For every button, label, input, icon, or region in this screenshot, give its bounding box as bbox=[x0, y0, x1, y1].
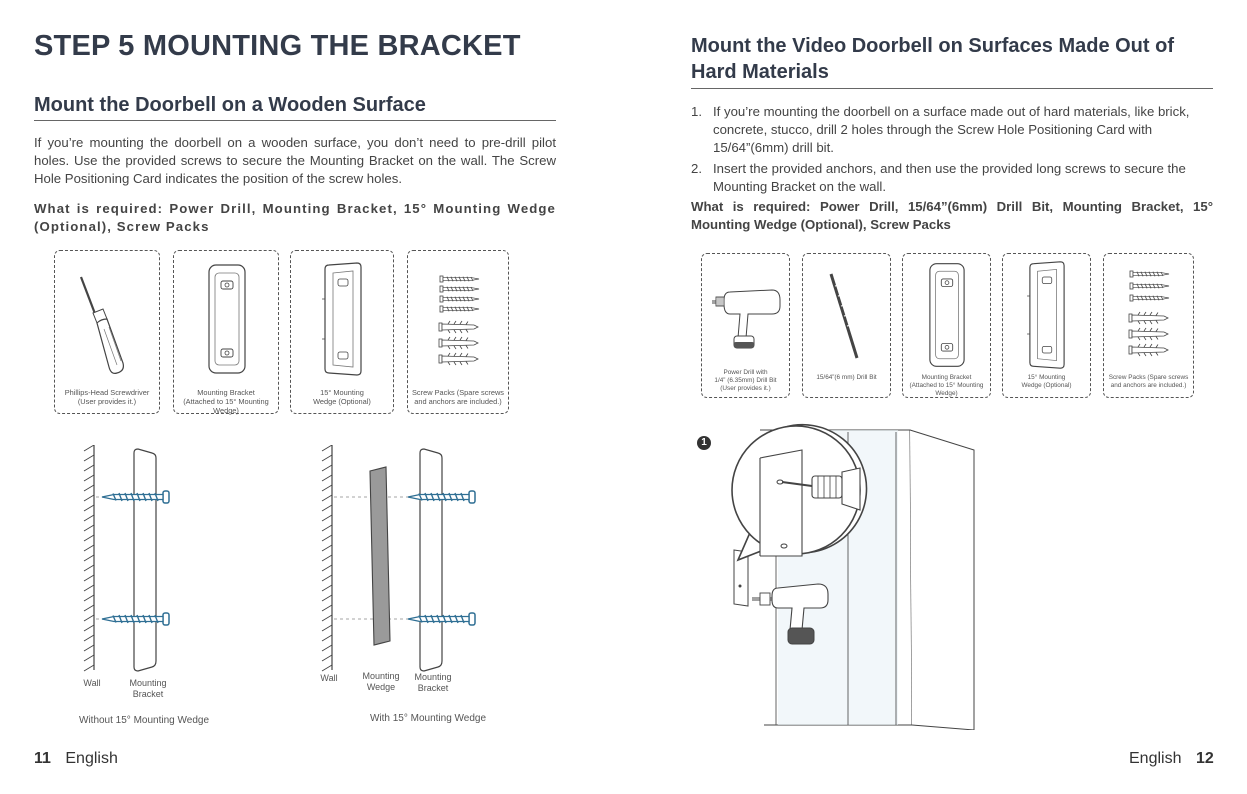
diagram-caption-with-wedge: With 15° Mounting Wedge bbox=[369, 713, 487, 724]
drill-bit-icon bbox=[829, 273, 859, 359]
wall-hatch bbox=[83, 445, 95, 672]
footer-language: English bbox=[65, 750, 118, 767]
item-caption: Screw Packs (Spare screws and anchors ar… bbox=[1108, 374, 1189, 389]
item-caption: 15° Mounting Wedge (Optional) bbox=[313, 388, 371, 406]
screw-packs-icon bbox=[438, 275, 480, 366]
footer-right: English 12 bbox=[1129, 750, 1214, 768]
footer-language: English bbox=[1129, 750, 1182, 767]
bracket-label: Mounting Bracket bbox=[129, 678, 167, 699]
wedge-label: Mounting Wedge bbox=[362, 671, 400, 692]
diagram-caption-without-wedge: Without 15° Mounting Wedge bbox=[79, 715, 209, 726]
item-caption: 15/64”(6 mm) Drill Bit bbox=[816, 374, 877, 381]
item-caption: Screw Packs (Spare screws and anchors ar… bbox=[412, 388, 504, 406]
footer-left: 11 English bbox=[34, 750, 118, 768]
required-items-text: What is required: Power Drill, 15/64”(6m… bbox=[691, 199, 1213, 232]
screw-packs-icon bbox=[1128, 270, 1170, 357]
page-title: STEP 5 MOUNTING THE BRACKET bbox=[34, 30, 521, 62]
item-caption: Phillips-Head Screwdriver (User provides… bbox=[64, 388, 150, 406]
item-box-mounting-wedge: 15° Mounting Wedge (Optional) bbox=[1002, 253, 1091, 398]
section-heading-wooden: Mount the Doorbell on a Wooden Surface bbox=[34, 94, 426, 116]
section-divider bbox=[691, 88, 1213, 89]
screwdriver-icon bbox=[79, 276, 124, 374]
steps-list: 1.If you’re mounting the doorbell on a s… bbox=[691, 103, 1213, 199]
required-items-text: What is required: Power Drill, Mounting … bbox=[34, 201, 556, 234]
section-divider bbox=[34, 120, 556, 121]
item-caption: Mounting Bracket (Attached to 15° Mounti… bbox=[183, 388, 269, 415]
mounting-wedge-icon bbox=[321, 262, 362, 376]
step-item: 1.If you’re mounting the doorbell on a s… bbox=[691, 104, 1190, 155]
diagram-without-wedge bbox=[83, 445, 170, 672]
item-box-power-drill: Power Drill with 1/4” (6.35mm) Drill Bit… bbox=[701, 253, 790, 398]
mounting-bracket-side bbox=[133, 448, 157, 672]
item-box-screw-packs: Screw Packs (Spare screws and anchors ar… bbox=[407, 250, 509, 414]
section-heading-hard-materials: Mount the Video Doorbell on Surfaces Mad… bbox=[691, 35, 1174, 83]
power-drill-icon bbox=[712, 289, 781, 349]
wall-label: Wall bbox=[320, 673, 338, 683]
page-number: 11 bbox=[34, 750, 51, 767]
drilling-illustration bbox=[731, 423, 975, 730]
diagram-with-wedge bbox=[321, 445, 476, 672]
step-badge: 1 bbox=[697, 436, 711, 450]
step-item: 2.Insert the provided anchors, and then … bbox=[691, 161, 1186, 194]
mounting-bracket-side bbox=[419, 448, 443, 672]
item-caption: Power Drill with 1/4” (6.35mm) Drill Bit… bbox=[714, 369, 777, 392]
item-box-mounting-wedge: 15° Mounting Wedge (Optional) bbox=[290, 250, 394, 414]
wall-label: Wall bbox=[83, 678, 101, 688]
mounting-wedge-icon bbox=[1026, 261, 1065, 369]
mounting-bracket-icon bbox=[208, 264, 246, 374]
item-box-screwdriver: Phillips-Head Screwdriver (User provides… bbox=[54, 250, 160, 414]
item-caption: Mounting Bracket (Attached to 15° Mounti… bbox=[909, 374, 984, 397]
item-caption: 15° Mounting Wedge (Optional) bbox=[1021, 374, 1072, 389]
intro-paragraph: If you’re mounting the doorbell on a woo… bbox=[34, 135, 556, 186]
mounting-bracket-icon bbox=[929, 263, 965, 367]
item-box-mounting-bracket: Mounting Bracket (Attached to 15° Mounti… bbox=[902, 253, 991, 398]
item-box-screw-packs: Screw Packs (Spare screws and anchors ar… bbox=[1103, 253, 1194, 398]
bracket-label: Mounting Bracket bbox=[414, 672, 452, 693]
page-number: 12 bbox=[1195, 750, 1214, 767]
item-box-drill-bit: 15/64”(6 mm) Drill Bit bbox=[802, 253, 891, 398]
mounting-wedge-side bbox=[369, 466, 391, 646]
item-box-mounting-bracket: Mounting Bracket (Attached to 15° Mounti… bbox=[173, 250, 279, 415]
wall-hatch bbox=[321, 445, 333, 672]
